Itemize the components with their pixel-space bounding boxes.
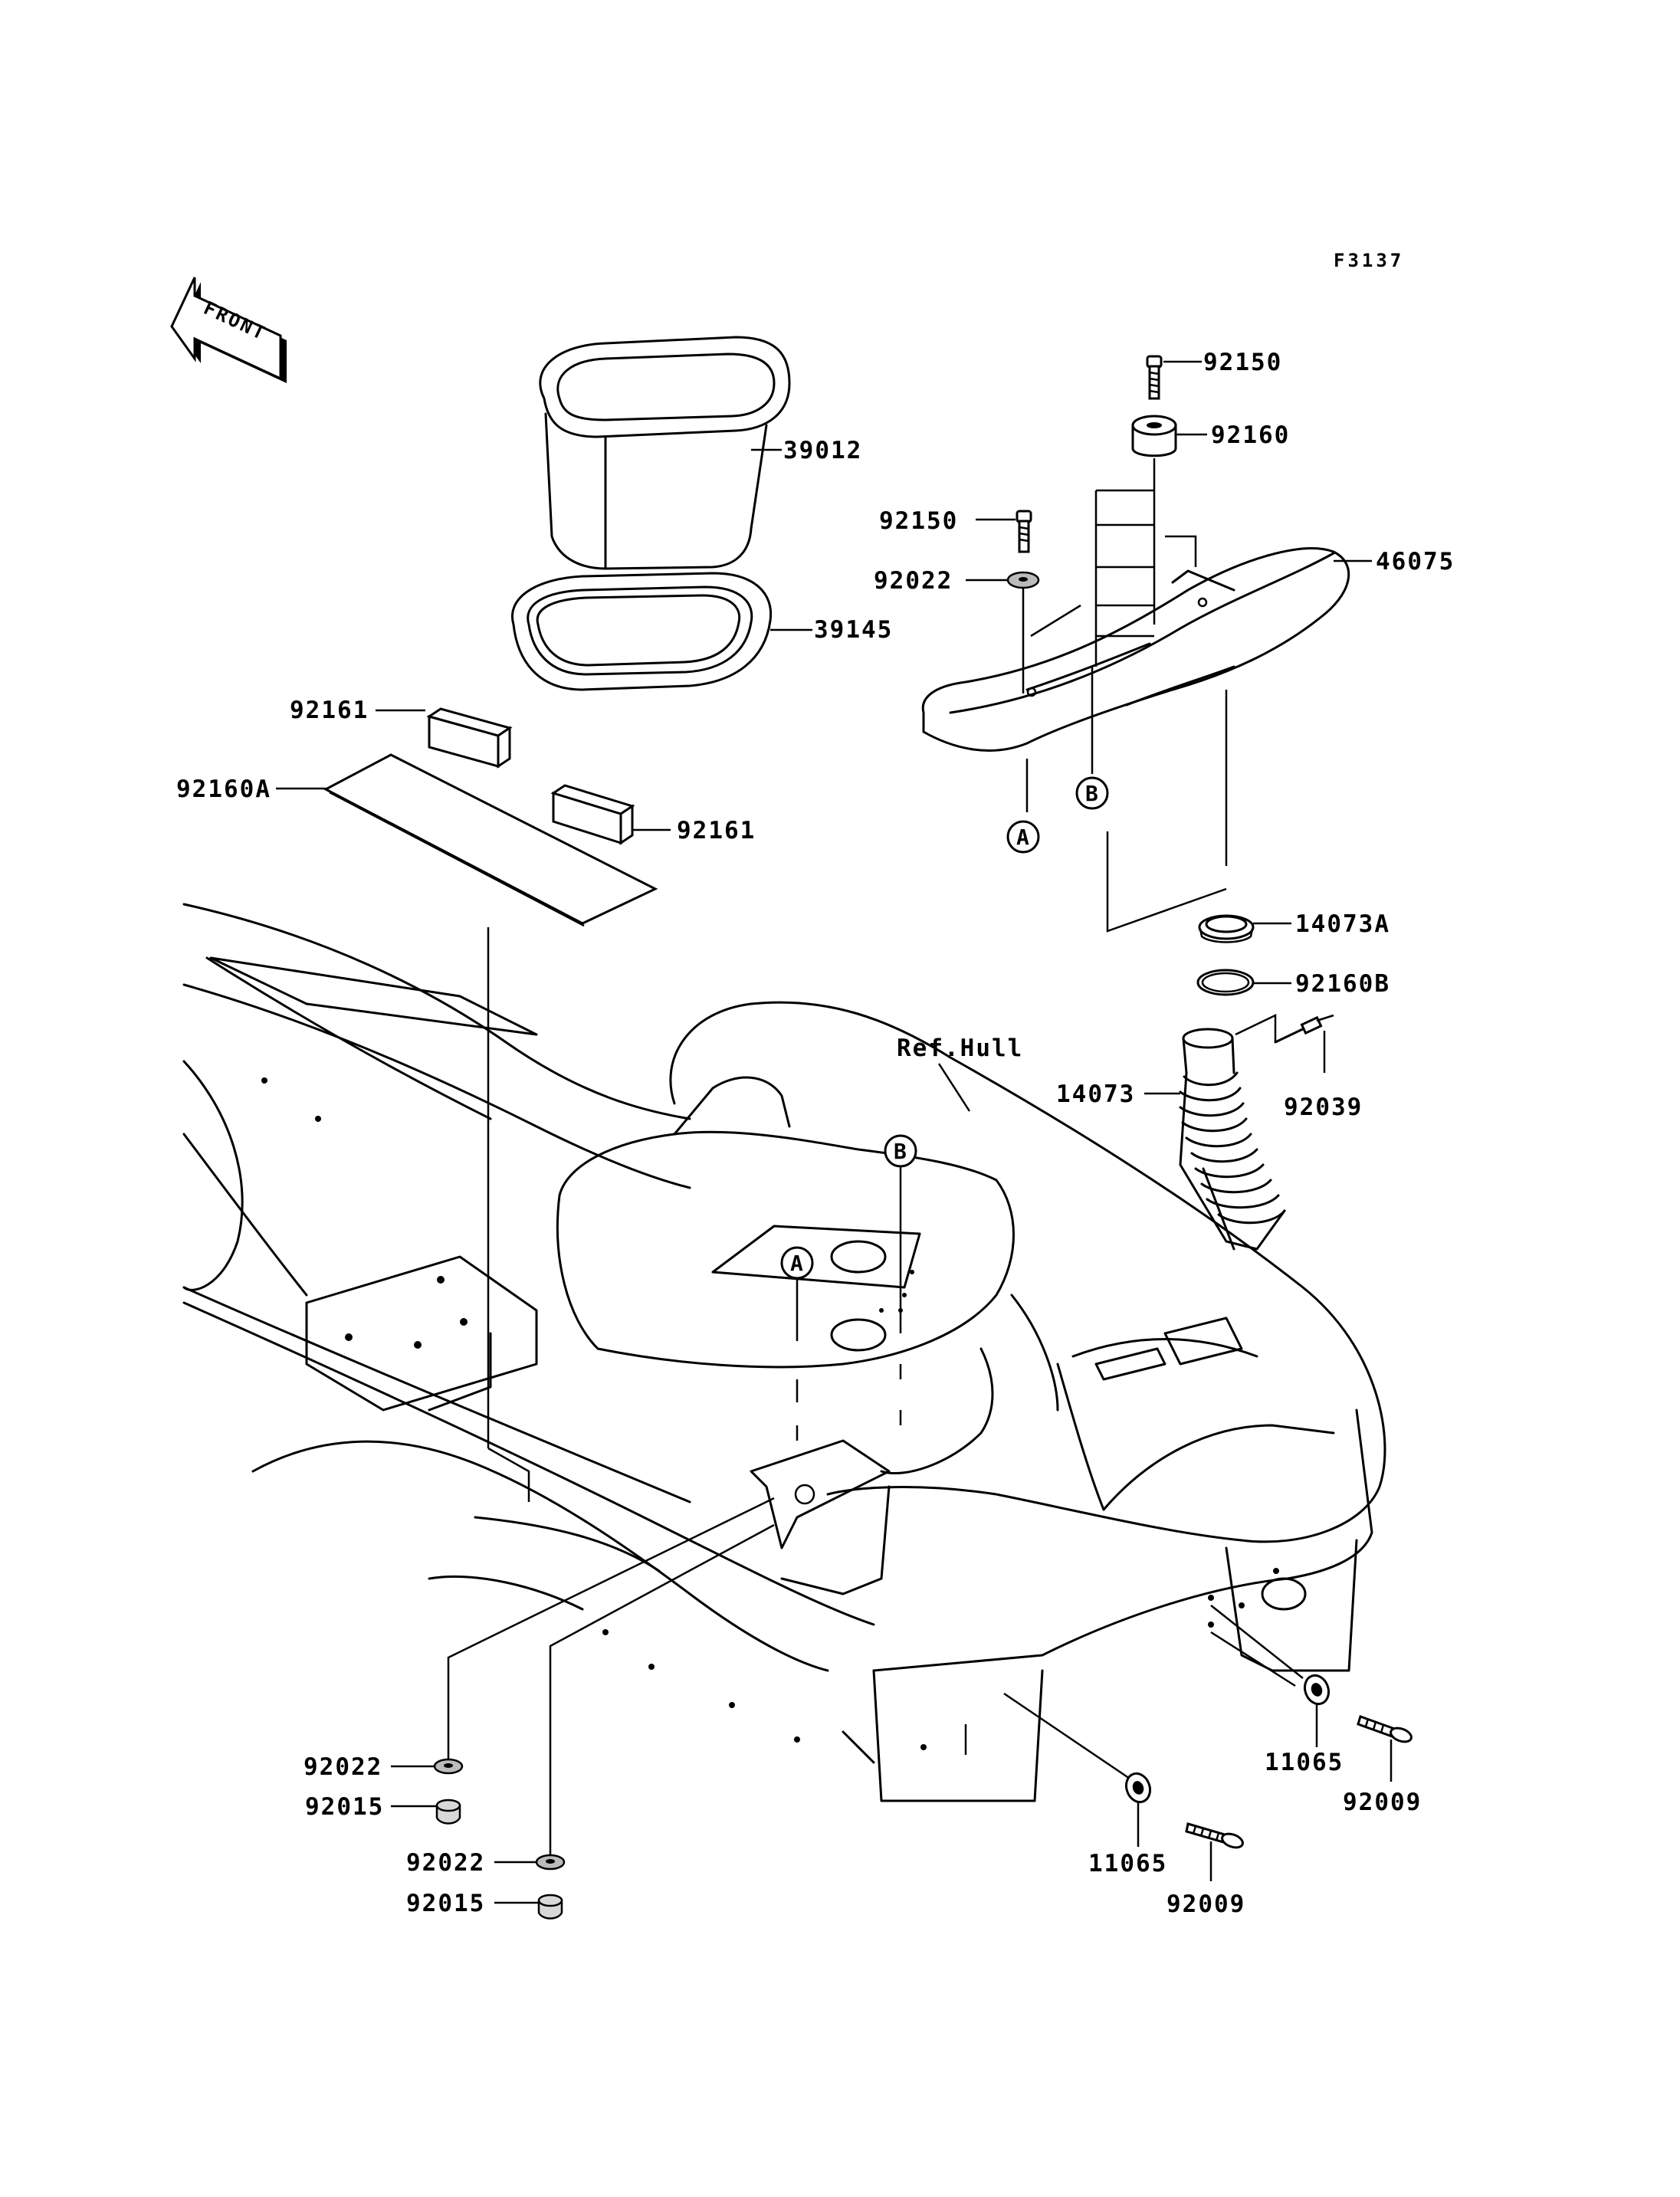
hull-holes [261,1077,1279,1750]
screw-icon [1357,1715,1413,1743]
part-label-14073: 14073 [1056,1080,1135,1108]
grommet-icon [1303,1674,1331,1706]
part-label-92022: 92022 [406,1849,485,1877]
handle-grip-icon [921,547,1350,752]
part-label-92022: 92022 [304,1753,382,1781]
part-label-92160: 92160 [1211,421,1290,449]
bin-gasket-icon [511,572,773,691]
part-label-92150: 92150 [1203,349,1282,376]
part-label-92009: 92009 [1166,1890,1245,1918]
part-label-92160A: 92160A [176,776,271,803]
part-label-46075: 46075 [1376,548,1455,575]
grommet-icon [1124,1772,1152,1804]
part-label-92161: 92161 [290,697,369,724]
pin-icon [1274,1014,1334,1044]
bolt-icon [1146,355,1163,400]
spacer-icon [1131,415,1177,457]
callout-b-text: B [894,1139,907,1164]
front-arrow-icon: FRONT [170,277,287,383]
callout-b-hull: B [884,1134,917,1168]
part-label-92150: 92150 [879,507,958,535]
nut-icon [435,1799,461,1825]
part-label-14073A: 14073A [1295,910,1390,938]
washer-icon [433,1758,464,1775]
pad-icon [550,784,635,845]
callout-b-text: B [1085,781,1098,806]
callout-a-top: A [1006,820,1040,854]
o-ring-icon [1196,969,1255,996]
hull-drawing [182,903,1386,1802]
washer-icon [1006,571,1040,589]
part-label-92022: 92022 [874,567,953,595]
part-label-92039: 92039 [1284,1094,1363,1121]
callout-a-hull: A [780,1246,814,1280]
part-label-11065: 11065 [1265,1749,1344,1776]
part-label-39012: 39012 [783,437,862,464]
figure-code: F3137 [1334,250,1404,271]
callout-a-text: A [790,1251,803,1276]
nut-icon [537,1894,563,1920]
part-label-39145: 39145 [814,616,893,644]
mat-sheet-icon [323,753,658,927]
callout-a-text: A [1016,825,1029,850]
screw-icon [1185,1822,1244,1849]
part-label-92015: 92015 [305,1793,384,1821]
washer-icon [535,1854,566,1871]
clamp-ring-icon [1198,914,1255,943]
callout-b-top: B [1075,776,1109,810]
storage-bin-icon [539,336,791,570]
ref-hull-label: Ref.Hull [897,1035,1023,1062]
part-label-92015: 92015 [406,1890,485,1917]
part-label-92161: 92161 [677,817,756,844]
part-label-92160B: 92160B [1295,970,1390,998]
bellows-duct-icon [1179,1028,1286,1251]
part-label-11065: 11065 [1088,1850,1167,1877]
bolt-icon [1016,510,1032,553]
part-label-92009: 92009 [1343,1789,1422,1816]
pad-icon [426,707,513,769]
